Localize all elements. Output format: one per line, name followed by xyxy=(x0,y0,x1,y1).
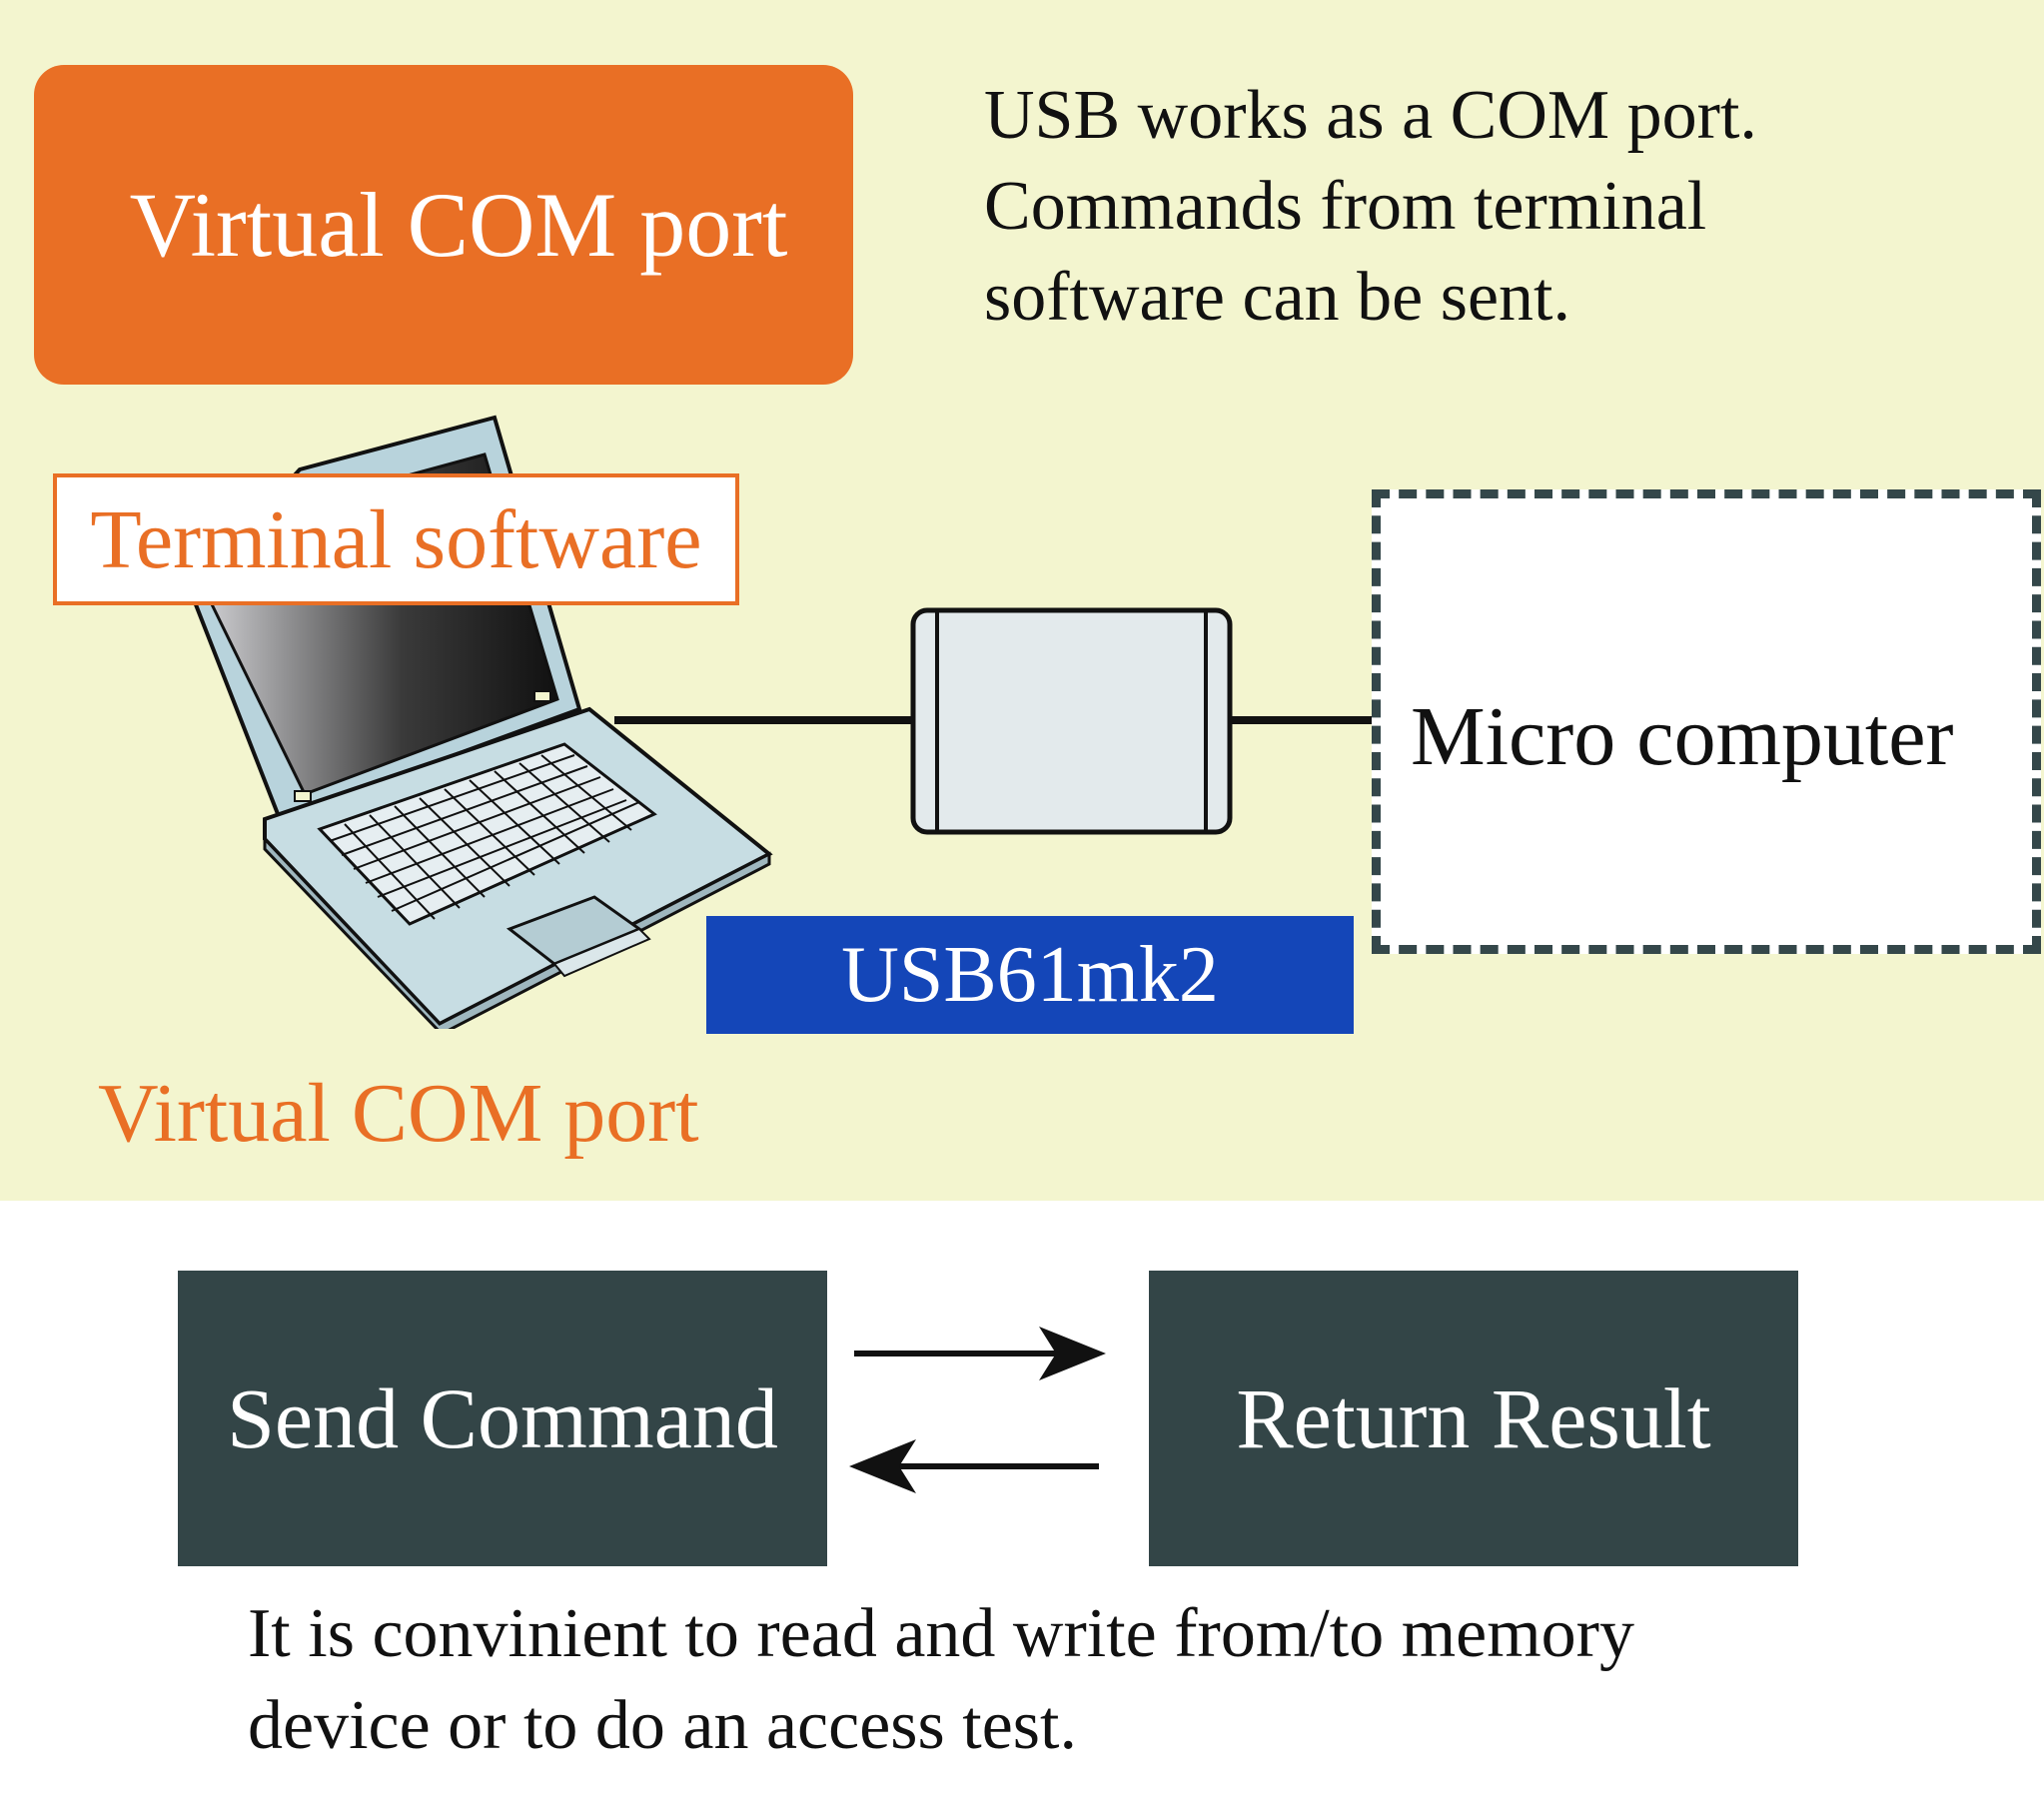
arrow-left-icon xyxy=(849,1439,1099,1493)
micro-computer-label: Micro computer xyxy=(1411,690,1954,783)
return-result-label: Return Result xyxy=(1236,1370,1711,1466)
note-line: device or to do an access test. xyxy=(248,1687,1077,1764)
return-result-box: Return Result xyxy=(1149,1271,1798,1566)
cable-laptop-device xyxy=(614,716,914,724)
exchange-arrows xyxy=(849,1327,1106,1493)
title-label: Virtual COM port xyxy=(129,174,788,276)
title-box: Virtual COM port xyxy=(34,65,853,385)
send-command-label: Send Command xyxy=(227,1370,778,1466)
description-line: Commands from terminal xyxy=(984,168,1707,245)
usb-device-icon xyxy=(910,607,1233,835)
virtual-com-caption: Virtual COM port xyxy=(98,1067,699,1160)
description-line: software can be sent. xyxy=(984,259,1570,336)
usb-device-text: USB61mk2 xyxy=(841,930,1219,1019)
usb-device-label: USB61mk2 xyxy=(706,916,1354,1034)
terminal-software-text: Terminal software xyxy=(90,492,702,586)
arrow-right-icon xyxy=(854,1327,1106,1380)
description-text: USB works as a COM port. Commands from t… xyxy=(984,70,1757,343)
micro-computer-box: Micro computer xyxy=(1372,489,2041,954)
send-command-box: Send Command xyxy=(178,1271,827,1566)
bottom-note: It is convinient to read and write from/… xyxy=(248,1588,1634,1772)
note-line: It is convinient to read and write from/… xyxy=(248,1595,1634,1672)
description-line: USB works as a COM port. xyxy=(984,77,1757,154)
terminal-software-label: Terminal software xyxy=(53,473,739,605)
cable-device-micro xyxy=(1229,716,1377,724)
